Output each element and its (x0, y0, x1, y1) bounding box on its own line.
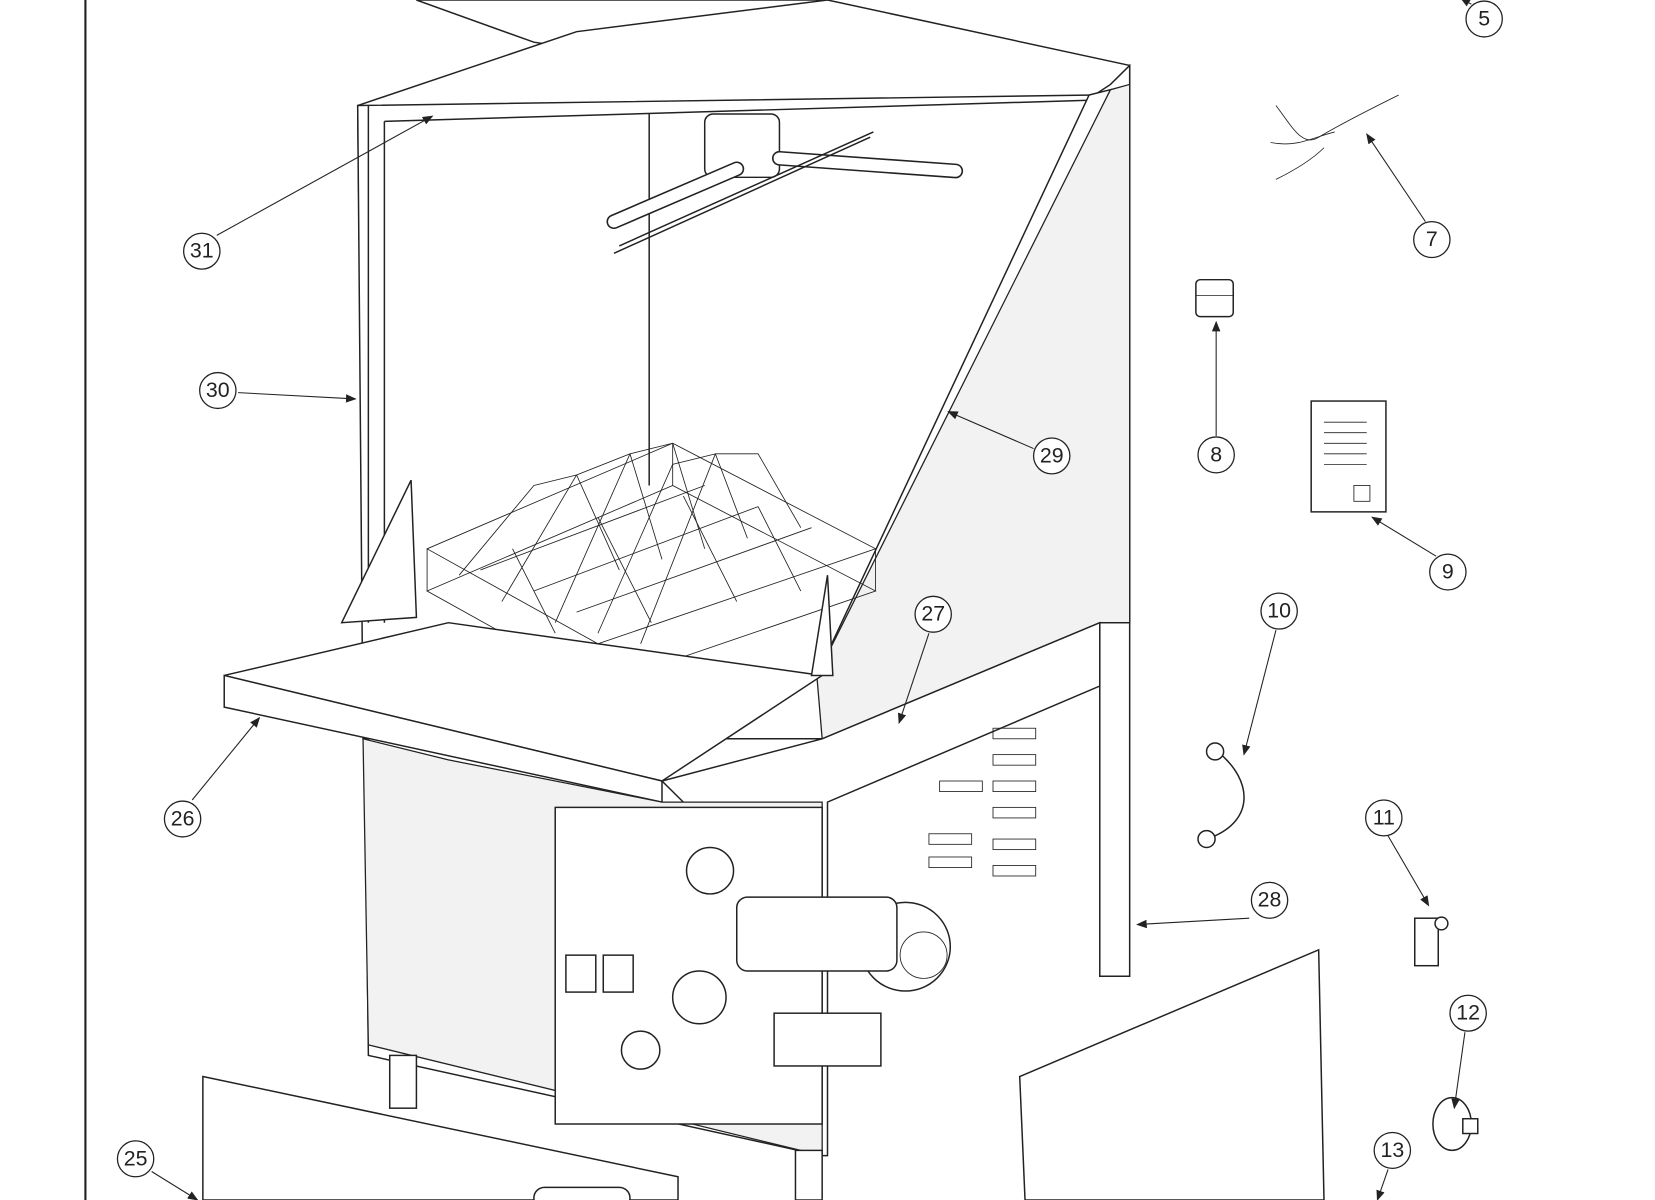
svg-text:27: 27 (921, 603, 945, 626)
callout-31: 31 (183, 232, 221, 270)
callout-27: 27 (914, 595, 952, 633)
callout-13: 13 (1373, 1131, 1412, 1169)
vent-slots (928, 727, 1037, 877)
callout-25: 25 (116, 1140, 155, 1178)
control-board (1310, 400, 1387, 513)
callout-26: 26 (163, 800, 202, 838)
svg-text:12: 12 (1456, 1002, 1480, 1025)
svg-text:5: 5 (1478, 8, 1490, 31)
svg-text:9: 9 (1442, 561, 1454, 584)
svg-text:8: 8 (1210, 443, 1222, 466)
callout-9: 9 (1429, 553, 1467, 591)
wire-harness (1270, 94, 1399, 180)
wash-arm (606, 113, 964, 254)
svg-text:7: 7 (1426, 228, 1438, 251)
cable-gland (1195, 278, 1234, 318)
hose (1197, 742, 1245, 849)
dish-rack (426, 442, 877, 687)
front-panel (202, 1075, 679, 1200)
svg-text:13: 13 (1380, 1139, 1404, 1162)
svg-text:25: 25 (124, 1147, 148, 1170)
callout-7: 7 (1413, 221, 1451, 259)
svg-text:31: 31 (190, 240, 214, 263)
svg-text:28: 28 (1258, 889, 1282, 912)
dishwasher-body (202, 0, 1325, 1200)
svg-text:11: 11 (1373, 807, 1395, 830)
callout-29: 29 (1032, 437, 1071, 475)
callout-11: 11 (1365, 799, 1403, 837)
callout-30: 30 (199, 371, 237, 410)
side-panel (1018, 948, 1325, 1200)
callout-8: 8 (1197, 436, 1235, 474)
callout-5: 5 (1465, 0, 1503, 38)
svg-text:29: 29 (1040, 445, 1064, 468)
leader-lines (151, 0, 1472, 1200)
svg-text:30: 30 (206, 379, 230, 402)
pressure-switch (1432, 1096, 1479, 1152)
solenoid-valve (1414, 916, 1449, 967)
callout-10: 10 (1260, 592, 1298, 630)
svg-text:26: 26 (171, 808, 195, 831)
callout-28: 28 (1250, 881, 1289, 919)
callout-12: 12 (1449, 994, 1487, 1032)
svg-text:10: 10 (1267, 600, 1291, 623)
